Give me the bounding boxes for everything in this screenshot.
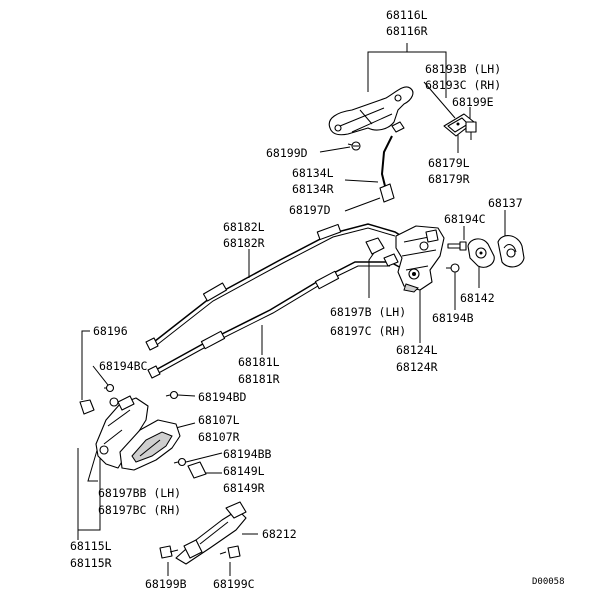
label-68115-r: 68115R: [70, 556, 112, 570]
rod-68134: [379, 135, 395, 203]
screw-68199d: [347, 141, 361, 151]
cable-68181: [147, 261, 406, 379]
cable-clip: [365, 237, 399, 267]
cable-68182: [145, 223, 409, 351]
label-68194bb: 68194BB: [223, 447, 272, 461]
cover-68149: [187, 461, 207, 479]
striker-base: [467, 238, 495, 268]
label-68179-r: 68179R: [428, 172, 470, 186]
screw-68199e: [465, 121, 477, 140]
clip-68196: [79, 399, 95, 415]
label-68107-r: 68107R: [198, 430, 240, 444]
door-lock-actuator: [395, 225, 445, 293]
label-68197d: 68197D: [289, 203, 331, 217]
label-68199e: 68199E: [452, 95, 494, 109]
bolt-68199b: [159, 545, 179, 559]
label-68197c: 68197C (RH): [330, 324, 406, 338]
screw-68194bc: [104, 383, 115, 393]
label-68197b: 68197B (LH): [330, 305, 406, 319]
label-68193-c: 68193C (RH): [425, 78, 501, 92]
label-68137: 68137: [488, 196, 523, 210]
label-68149-l: 68149L: [223, 464, 265, 478]
striker-cover: [497, 235, 525, 268]
label-68182-l: 68182L: [223, 220, 265, 234]
label-68196: 68196: [93, 324, 128, 338]
outside-handle: [328, 86, 414, 136]
label-68142: 68142: [460, 291, 495, 305]
label-68116-l: 68116L: [386, 8, 428, 22]
label-68212: 68212: [262, 527, 297, 541]
door-check: [175, 501, 247, 565]
label-68197bc: 68197BC (RH): [98, 503, 181, 517]
label-68194bc: 68194BC: [99, 359, 148, 373]
label-68179-l: 68179L: [428, 156, 470, 170]
label-68116-r: 68116R: [386, 24, 428, 38]
label-68181-l: 68181L: [238, 355, 280, 369]
screw-68194bd: [165, 390, 179, 400]
label-68199b: 68199B: [145, 577, 187, 591]
screw-68194bb: [173, 457, 187, 467]
label-68124-l: 68124L: [396, 343, 438, 357]
label-68199d: 68199D: [266, 146, 308, 160]
screw-68194c: [447, 241, 467, 251]
label-68107-l: 68107L: [198, 413, 240, 427]
inside-handle-bezel: [119, 419, 181, 471]
label-68149-r: 68149R: [223, 481, 265, 495]
inside-handle-frame: [95, 395, 149, 469]
label-68115-l: 68115L: [70, 539, 112, 553]
label-68182-r: 68182R: [223, 236, 265, 250]
diagram-code: D00058: [532, 577, 565, 587]
label-68194c: 68194C: [444, 212, 486, 226]
label-68194bd: 68194BD: [198, 390, 247, 404]
label-68197bb: 68197BB (LH): [98, 486, 181, 500]
label-68134-r: 68134R: [292, 182, 334, 196]
screw-68194b: [446, 263, 460, 273]
label-68124-r: 68124R: [396, 360, 438, 374]
label-68194b: 68194B: [432, 311, 474, 325]
label-68134-l: 68134L: [292, 166, 334, 180]
label-68181-r: 68181R: [238, 372, 280, 386]
bolt-68199c: [219, 545, 241, 559]
label-68193-b: 68193B (LH): [425, 62, 501, 76]
label-68199c: 68199C: [213, 577, 255, 591]
part-labels: 68116L 68116R 68193B (LH) 68193C (RH) 68…: [70, 8, 565, 591]
